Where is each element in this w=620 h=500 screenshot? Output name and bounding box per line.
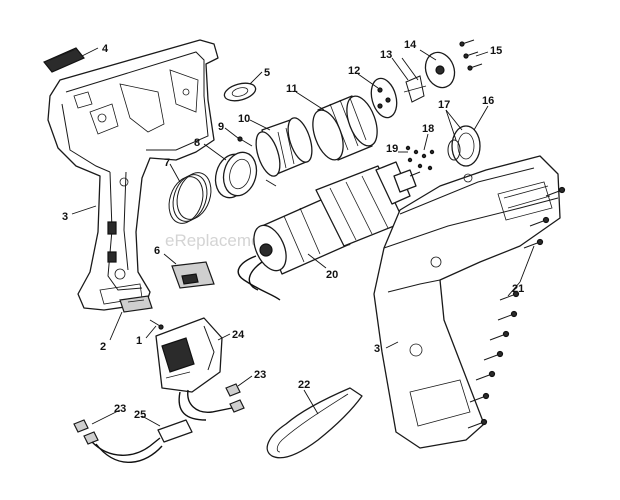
callout-2: 2: [100, 341, 106, 353]
callout-15: 15: [490, 45, 502, 57]
callout-13: 13: [380, 49, 392, 61]
callout-7: 7: [164, 157, 170, 169]
part-14-disc: [424, 51, 456, 89]
callout-20: 20: [326, 269, 338, 281]
part-9-screw: [237, 136, 253, 147]
callout-23-left: 23: [114, 403, 126, 415]
callout-23-right: 23: [254, 369, 266, 381]
part-2-switch: [119, 295, 153, 313]
part-24-trigger-switch: [155, 317, 233, 421]
callout-19: 19: [386, 143, 398, 155]
part-8-ring: [214, 151, 258, 199]
callout-5: 5: [264, 67, 270, 79]
callout-11: 11: [286, 83, 298, 95]
part-20-motor-gearbox: [237, 161, 421, 301]
part-25-connector: [91, 419, 193, 463]
callout-14: 14: [404, 39, 417, 51]
callout-25: 25: [134, 409, 146, 421]
callout-3-left: 3: [62, 211, 68, 223]
part-5-insert: [223, 82, 257, 102]
callout-18: 18: [422, 123, 434, 135]
callout-24: 24: [232, 329, 245, 341]
callout-6: 6: [154, 245, 160, 257]
part-7-rings: [168, 172, 212, 224]
part-16-ring: [451, 125, 481, 167]
part-3-left-housing: [47, 39, 219, 311]
callout-3-right: 3: [374, 343, 380, 355]
part-21-screws: [467, 186, 566, 429]
part-15-screws: [459, 39, 483, 71]
part-17-washer: [447, 139, 461, 161]
part-10-collar: [255, 117, 313, 187]
part-1-screw: [149, 319, 164, 330]
callout-21: 21: [512, 283, 524, 295]
part-13-clip: [403, 75, 427, 103]
part-22-strap: [266, 387, 363, 459]
callout-8: 8: [194, 137, 200, 149]
callout-22: 22: [298, 379, 310, 391]
part-23-terminals: [73, 383, 245, 445]
part-18-19-pins: [405, 145, 435, 171]
part-4-button: [43, 47, 85, 73]
part-6-bit: [171, 261, 215, 289]
callout-17: 17: [438, 99, 450, 111]
callout-16: 16: [482, 95, 494, 107]
callout-4: 4: [102, 43, 109, 55]
callout-numbers: 4 5 9 10 11 12 13 14 15 16 17 18 19 8 7 …: [62, 39, 524, 421]
leader-lines: [71, 47, 535, 427]
part-11-sleeve: [312, 95, 378, 161]
callout-9: 9: [218, 121, 224, 133]
callout-12: 12: [348, 65, 360, 77]
callout-10: 10: [238, 113, 250, 125]
callout-1: 1: [136, 335, 142, 347]
